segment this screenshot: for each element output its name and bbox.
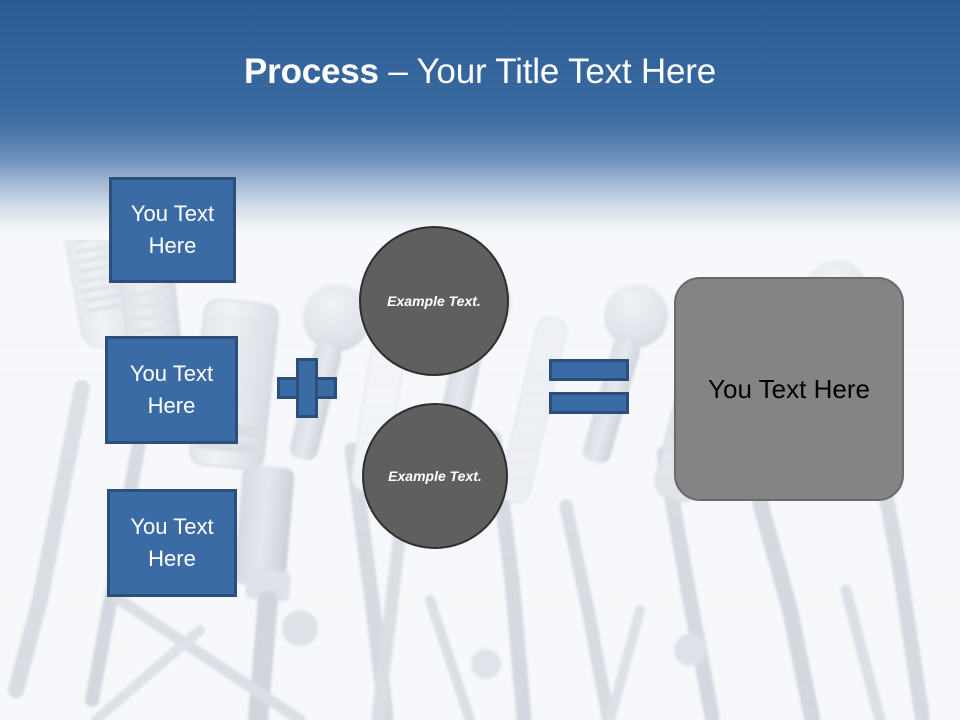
plus-icon — [277, 358, 337, 418]
input-box-1-label: You Text Here — [130, 201, 215, 258]
equals-icon-bottom-bar — [549, 392, 629, 414]
equals-icon — [549, 359, 629, 414]
example-circle-1[interactable]: Example Text. — [359, 226, 509, 376]
example-circle-2-label: Example Text. — [388, 467, 482, 484]
input-box-2-label: You Text Here — [129, 361, 214, 418]
input-box-3[interactable]: You Text Here — [107, 489, 237, 597]
input-box-1[interactable]: You Text Here — [109, 177, 236, 283]
equals-icon-top-bar — [549, 359, 629, 381]
result-box[interactable]: You Text Here — [674, 277, 904, 501]
page-title-rest: – Your Title Text Here — [378, 52, 716, 91]
input-box-3-label: You Text Here — [130, 514, 214, 571]
input-box-2[interactable]: You Text Here — [105, 336, 238, 444]
example-circle-1-label: Example Text. — [387, 292, 481, 309]
page-title: Process – Your Title Text Here — [0, 50, 960, 94]
result-box-label: You Text Here — [708, 374, 870, 404]
page-title-strong: Process — [244, 52, 379, 91]
example-circle-2[interactable]: Example Text. — [362, 403, 508, 549]
plus-icon-center — [299, 380, 315, 396]
